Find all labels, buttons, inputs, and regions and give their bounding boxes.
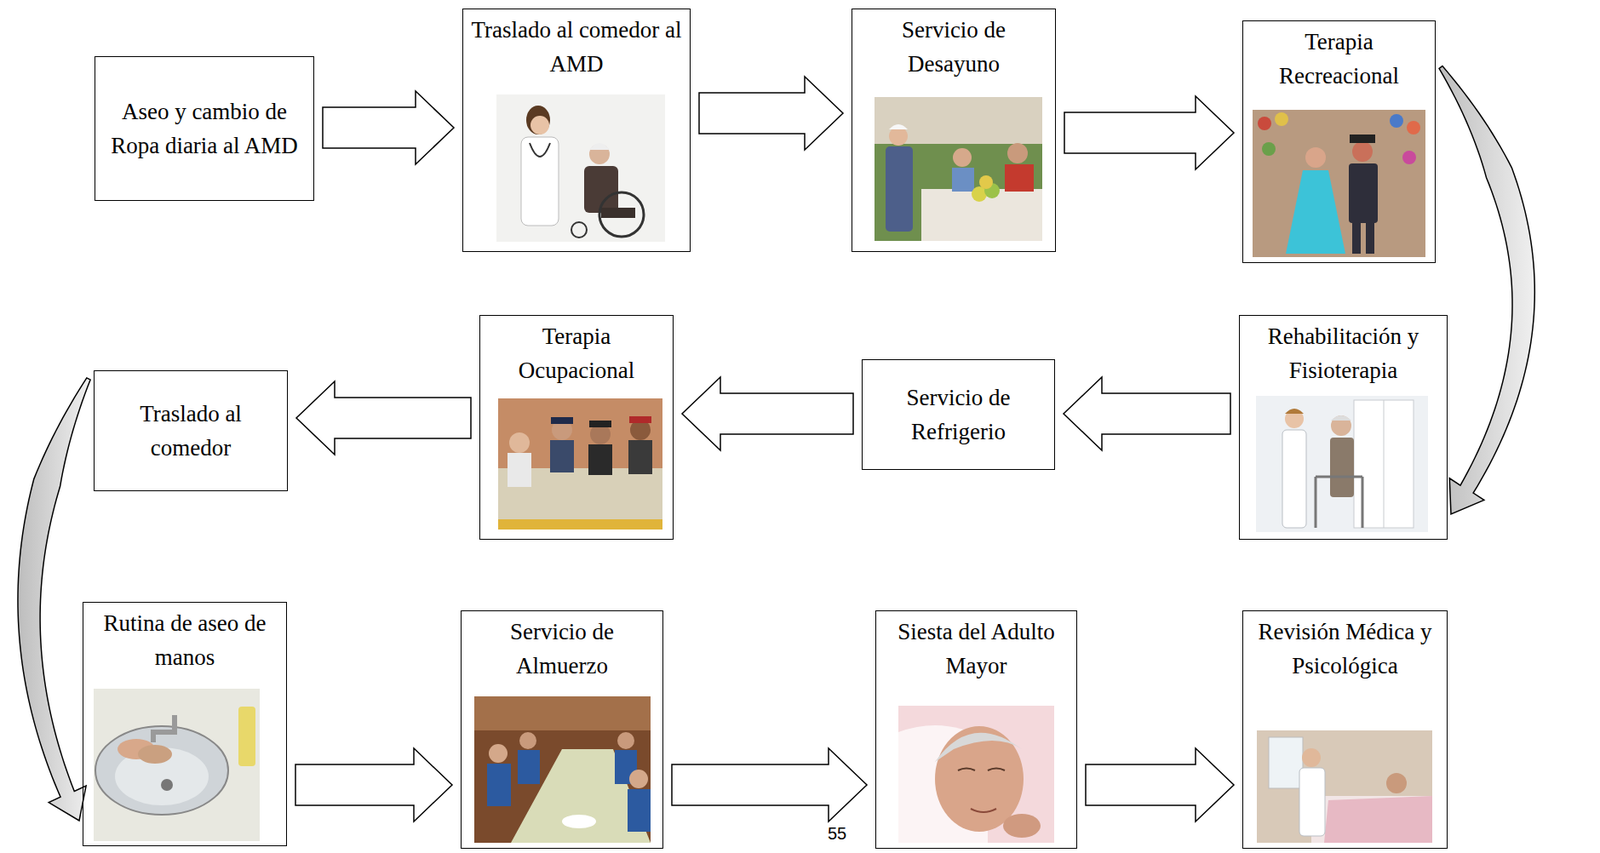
step-label: Rehabilitación y Fisioterapia: [1246, 319, 1440, 388]
block-flow-arrow: [682, 377, 854, 451]
photo-step-box: Servicio de Desayuno: [851, 8, 1056, 253]
step-label: Terapia Recreacional: [1250, 24, 1428, 93]
process-box: Traslado al comedor: [93, 370, 288, 492]
photo-step-box: Traslado al comedor al AMD: [462, 8, 691, 253]
photo-medical-check: [1256, 730, 1433, 844]
process-box: Servicio de Refrigerio: [861, 359, 1056, 471]
process-box: Aseo y cambio de Ropa diaria al AMD: [94, 56, 315, 201]
photo-dance: [1252, 109, 1426, 258]
block-flow-arrow: [699, 76, 844, 150]
photo-step-box: Rutina de aseo de manos: [82, 602, 287, 847]
step-label: Rutina de aseo de manos: [90, 606, 280, 675]
block-flow-arrow: [1064, 96, 1234, 170]
block-flow-arrow: [296, 381, 471, 455]
curved-flow-arrow: [17, 378, 91, 821]
block-flow-arrow: [1063, 377, 1231, 451]
photo-step-box: Terapia Recreacional: [1242, 20, 1436, 264]
photo-step-box: Terapia Ocupacional: [479, 315, 674, 540]
block-flow-arrow: [295, 748, 453, 822]
step-label: Revisión Médica y Psicológica: [1250, 614, 1440, 683]
photo-step-box: Rehabilitación y Fisioterapia: [1238, 315, 1448, 540]
step-label: Terapia Ocupacional: [487, 319, 666, 388]
photo-physiotherapy: [1255, 395, 1428, 533]
step-label: Servicio de Refrigerio: [869, 380, 1048, 449]
step-label: Aseo y cambio de Ropa diaria al AMD: [102, 94, 307, 163]
step-label: Servicio de Almuerzo: [468, 614, 656, 683]
step-label: Traslado al comedor: [101, 396, 281, 465]
block-flow-arrow: [671, 748, 867, 822]
photo-breakfast: [874, 97, 1043, 241]
photo-nurse-wheelchair: [496, 94, 666, 242]
photo-occupational-therapy: [498, 398, 663, 530]
step-label: Traslado al comedor al AMD: [470, 12, 683, 81]
photo-step-box: Revisión Médica y Psicológica: [1242, 610, 1448, 849]
photo-nap: [898, 705, 1055, 844]
page-number: 55: [827, 824, 847, 844]
photo-hand-washing: [93, 688, 260, 842]
step-label: Siesta del Adulto Mayor: [883, 614, 1070, 683]
step-label: Servicio de Desayuno: [859, 12, 1049, 81]
block-flow-arrow: [1085, 748, 1234, 822]
photo-step-box: Servicio de Almuerzo: [460, 610, 664, 849]
photo-lunch: [474, 696, 651, 844]
curved-flow-arrow: [1439, 66, 1535, 515]
photo-step-box: Siesta del Adulto Mayor: [875, 610, 1078, 849]
block-flow-arrow: [322, 91, 454, 165]
